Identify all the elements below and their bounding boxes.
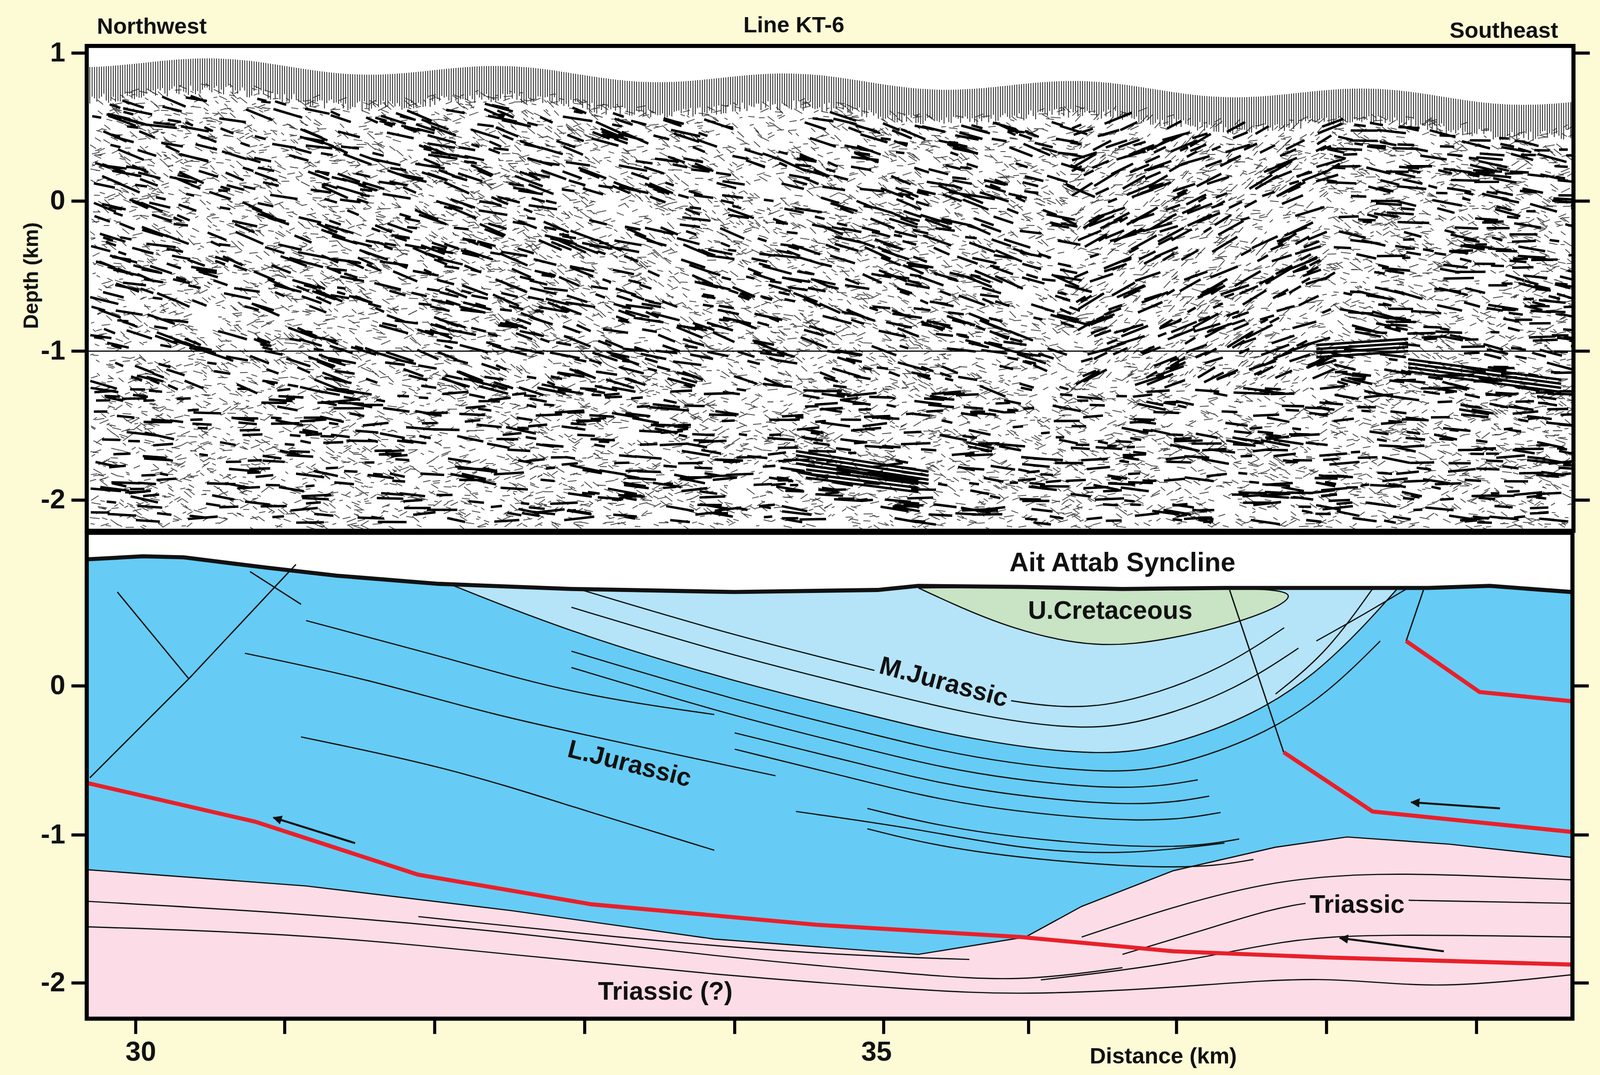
thrust-fault <box>1405 640 1571 701</box>
line-title: Line KT-6 <box>743 13 845 38</box>
topographic-surface <box>87 556 1571 592</box>
section-panel-frame <box>86 532 1573 1019</box>
bedding-line <box>1275 588 1373 694</box>
unit-label: Triassic (?) <box>593 976 737 1005</box>
bedding-line <box>306 620 715 715</box>
bedding-line <box>796 811 1225 853</box>
axis-tick <box>433 1018 437 1034</box>
depth-tick-label: 0 <box>49 670 66 701</box>
axis-tick <box>283 1018 287 1034</box>
axis-tick <box>1573 349 1590 353</box>
bedding-line <box>734 748 1221 820</box>
axis-tick <box>882 1018 886 1034</box>
axis-tick <box>71 684 87 688</box>
bedding-line <box>87 900 1123 979</box>
axis-tick <box>71 199 87 203</box>
axis-tick <box>1572 981 1589 985</box>
axis-tick <box>71 51 87 55</box>
axis-title: Depth (km) <box>19 222 43 329</box>
bedding-line <box>244 652 776 776</box>
axis-tick <box>583 1018 587 1034</box>
structure-name: Ait Attab Syncline <box>1005 547 1240 577</box>
axis-tick <box>1573 51 1590 55</box>
distance-tick-label: 30 <box>125 1036 157 1068</box>
axis-tick <box>1573 199 1590 203</box>
seismic-reflectors <box>90 96 1573 525</box>
bedding-line <box>571 640 1381 771</box>
bedding-line <box>867 808 1240 846</box>
bedding-line <box>301 736 715 851</box>
axis-tick <box>1027 1018 1031 1034</box>
axis-tick <box>71 981 87 985</box>
seismic-traces <box>87 47 1573 530</box>
slip-arrow <box>1339 937 1444 952</box>
depth-tick-label: 1 <box>49 37 66 69</box>
axis-tick <box>1572 684 1589 688</box>
bedding-line <box>734 732 1210 804</box>
unit-label: U.Cretaceous <box>1023 596 1197 625</box>
bedding-line <box>1316 587 1409 641</box>
axis-tick <box>1474 1018 1479 1034</box>
middle-jurassic-unit <box>449 583 1399 753</box>
thrust-fault <box>1283 752 1571 832</box>
fault-line <box>1229 590 1284 753</box>
fault-line <box>188 564 297 679</box>
depth-tick-label: -2 <box>40 967 66 998</box>
axis-tick <box>1174 1018 1179 1034</box>
axis-title: Distance (km) <box>1089 1043 1237 1069</box>
depth-tick-label: -1 <box>40 335 66 367</box>
upper-cretaceous-unit <box>918 587 1289 645</box>
thrust-fault <box>87 782 1571 965</box>
panel-frames <box>71 45 1590 1034</box>
depth-tick-label: -1 <box>40 819 66 851</box>
bedding-line <box>418 916 970 960</box>
orientation-label: Southeast <box>1449 18 1559 43</box>
axis-tick <box>1572 833 1589 837</box>
seismic-panel-frame <box>86 45 1574 531</box>
fault-line <box>1405 590 1424 641</box>
depth-tick-label: -2 <box>40 484 66 516</box>
axis-tick <box>71 498 87 502</box>
fault-line <box>117 591 189 679</box>
air-above-surface <box>87 533 1571 592</box>
slip-arrow <box>273 817 356 843</box>
axis-tick <box>733 1018 737 1034</box>
fault-line <box>249 571 301 605</box>
unit-label: Triassic <box>1305 889 1409 919</box>
axis-tick <box>1325 1018 1329 1034</box>
depth-tick-label: 0 <box>49 185 66 217</box>
distance-tick-label: 35 <box>861 1036 892 1068</box>
orientation-label: Northwest <box>97 14 207 39</box>
fault-line <box>89 678 189 778</box>
slip-arrow <box>1411 802 1500 809</box>
bedding-line <box>867 828 1254 867</box>
bedding-line <box>1081 874 1571 937</box>
axis-tick <box>133 1018 138 1034</box>
geologic-interpretation <box>87 533 1571 1018</box>
axis-tick <box>71 349 87 353</box>
axis-tick <box>1573 498 1590 502</box>
depth-gridline <box>87 350 1573 352</box>
axis-tick <box>71 833 87 837</box>
trace-headers <box>89 58 1571 141</box>
lower-jurassic-unit <box>87 533 1571 1018</box>
